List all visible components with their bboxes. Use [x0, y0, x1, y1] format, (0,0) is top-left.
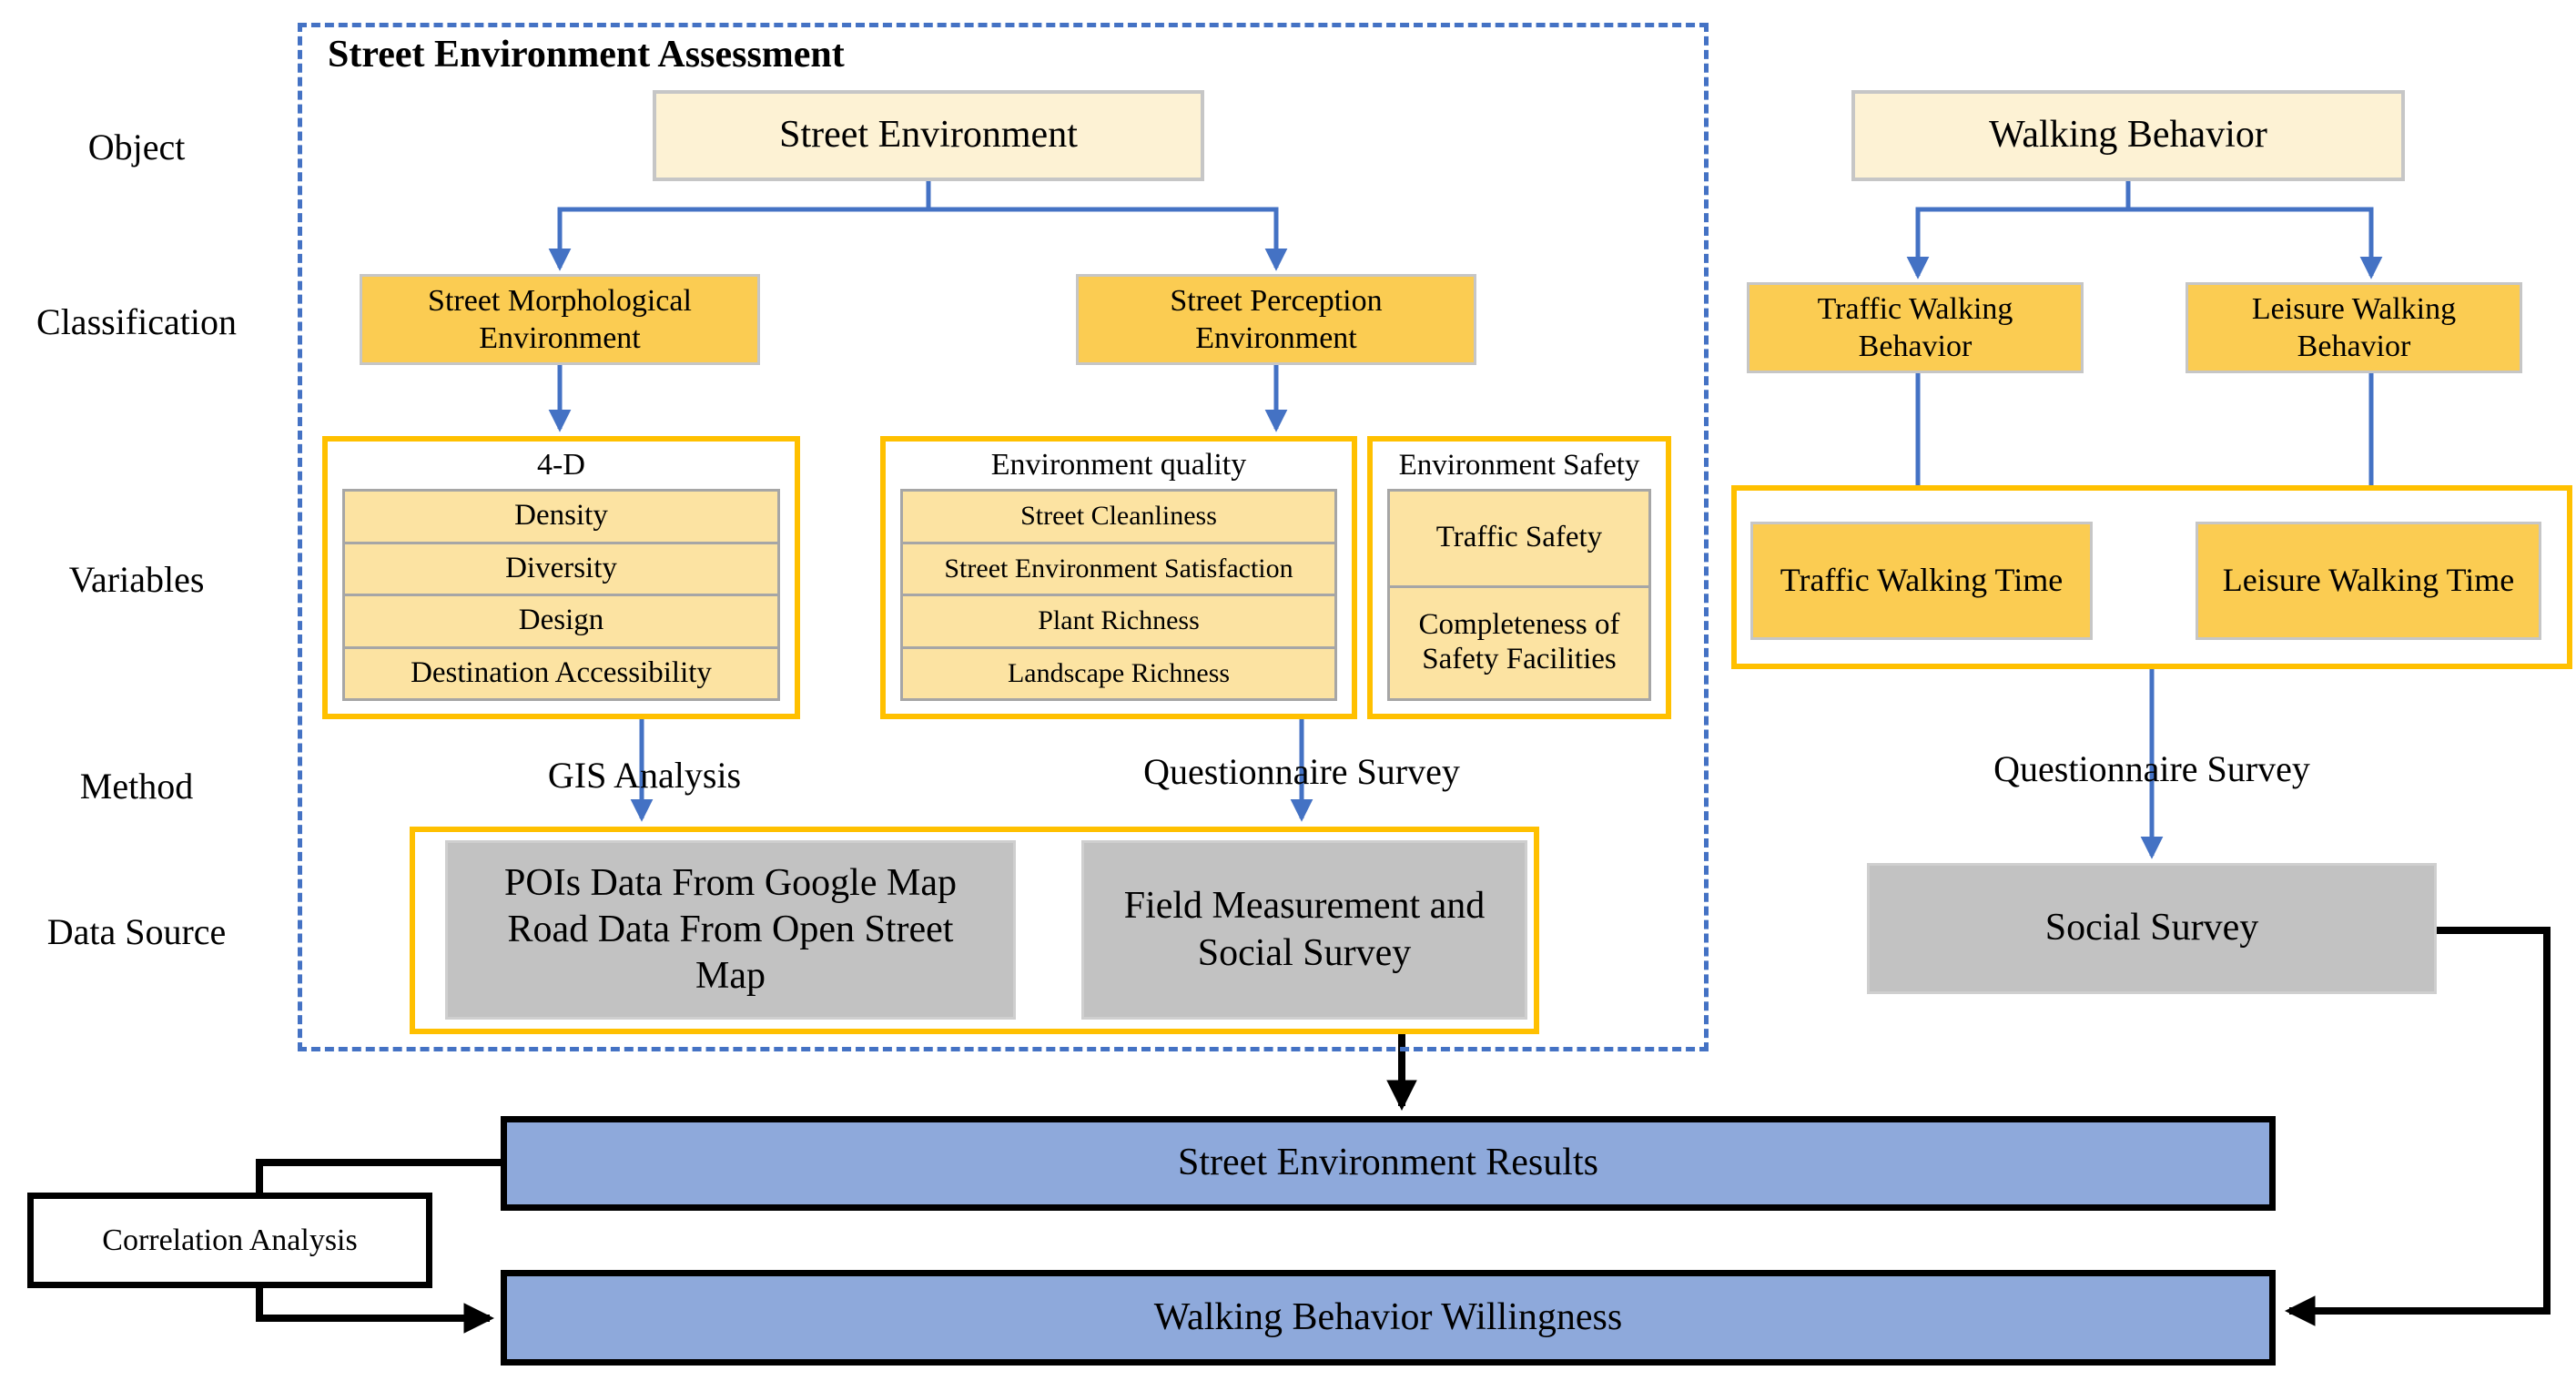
- variable-traffic-safety: Traffic Safety: [1387, 489, 1651, 588]
- group-environment-safety: Environment Safety Traffic Safety Comple…: [1367, 436, 1671, 719]
- environment-safety-rows: Traffic Safety Completeness of Safety Fa…: [1373, 489, 1666, 714]
- variable-street-cleanliness: Street Cleanliness: [900, 489, 1337, 544]
- row-label-classification: Classification: [36, 301, 237, 342]
- row-label-data-source: Data Source: [46, 911, 227, 952]
- group-4d-rows: Density Diversity Design Destination Acc…: [328, 489, 795, 714]
- node-pois-road-data: POIs Data From Google Map Road Data From…: [445, 840, 1016, 1020]
- variable-design: Design: [342, 594, 780, 649]
- arrow-correlation-to-willingness: [256, 1285, 495, 1334]
- method-gis-analysis: GIS Analysis: [547, 755, 742, 796]
- street-environment-assessment-frame: [298, 23, 1709, 1051]
- node-leisure-walking-behavior: Leisure Walking Behavior: [2186, 282, 2522, 373]
- environment-safety-header: Environment Safety: [1398, 448, 1640, 482]
- node-walking-behavior-willingness: Walking Behavior Willingness: [501, 1270, 2276, 1366]
- node-traffic-walking-time: Traffic Walking Time: [1750, 522, 2093, 640]
- group-environment-quality: Environment quality Street Cleanliness S…: [880, 436, 1357, 719]
- variable-street-environment-satisfaction: Street Environment Satisfaction: [900, 541, 1337, 596]
- row-label-method: Method: [79, 766, 194, 807]
- variable-diversity: Diversity: [342, 541, 780, 596]
- node-street-morphological-environment: Street Morphological Environment: [360, 274, 760, 365]
- group-4d-header: 4-D: [537, 448, 585, 482]
- environment-quality-rows: Street Cleanliness Street Environment Sa…: [886, 489, 1352, 714]
- node-street-environment-results: Street Environment Results: [501, 1116, 2276, 1211]
- method-questionnaire-survey: Questionnaire Survey: [1143, 751, 1460, 792]
- assessment-frame-title: Street Environment Assessment: [328, 34, 845, 76]
- node-leisure-walking-time: Leisure Walking Time: [2196, 522, 2541, 640]
- variable-completeness-safety-facilities: Completeness of Safety Facilities: [1387, 584, 1651, 701]
- node-walking-behavior: Walking Behavior: [1851, 90, 2405, 181]
- row-label-variables: Variables: [68, 559, 205, 600]
- variable-destination-accessibility: Destination Accessibility: [342, 645, 780, 701]
- node-street-perception-environment: Street Perception Environment: [1076, 274, 1476, 365]
- node-social-survey: Social Survey: [1867, 863, 2437, 994]
- line-correlation-to-results: [256, 1159, 502, 1195]
- group-4d-variables: 4-D Density Diversity Design Destination…: [322, 436, 800, 719]
- method-questionnaire-survey-walking: Questionnaire Survey: [1993, 748, 2310, 789]
- node-correlation-analysis: Correlation Analysis: [27, 1193, 432, 1288]
- node-traffic-walking-behavior: Traffic Walking Behavior: [1747, 282, 2084, 373]
- row-label-object: Object: [87, 127, 186, 168]
- node-street-environment: Street Environment: [653, 90, 1204, 181]
- node-field-measurement-social-survey: Field Measurement and Social Survey: [1081, 840, 1527, 1020]
- variable-plant-richness: Plant Richness: [900, 594, 1337, 649]
- variable-landscape-richness: Landscape Richness: [900, 645, 1337, 701]
- environment-quality-header: Environment quality: [990, 448, 1247, 482]
- variable-density: Density: [342, 489, 780, 544]
